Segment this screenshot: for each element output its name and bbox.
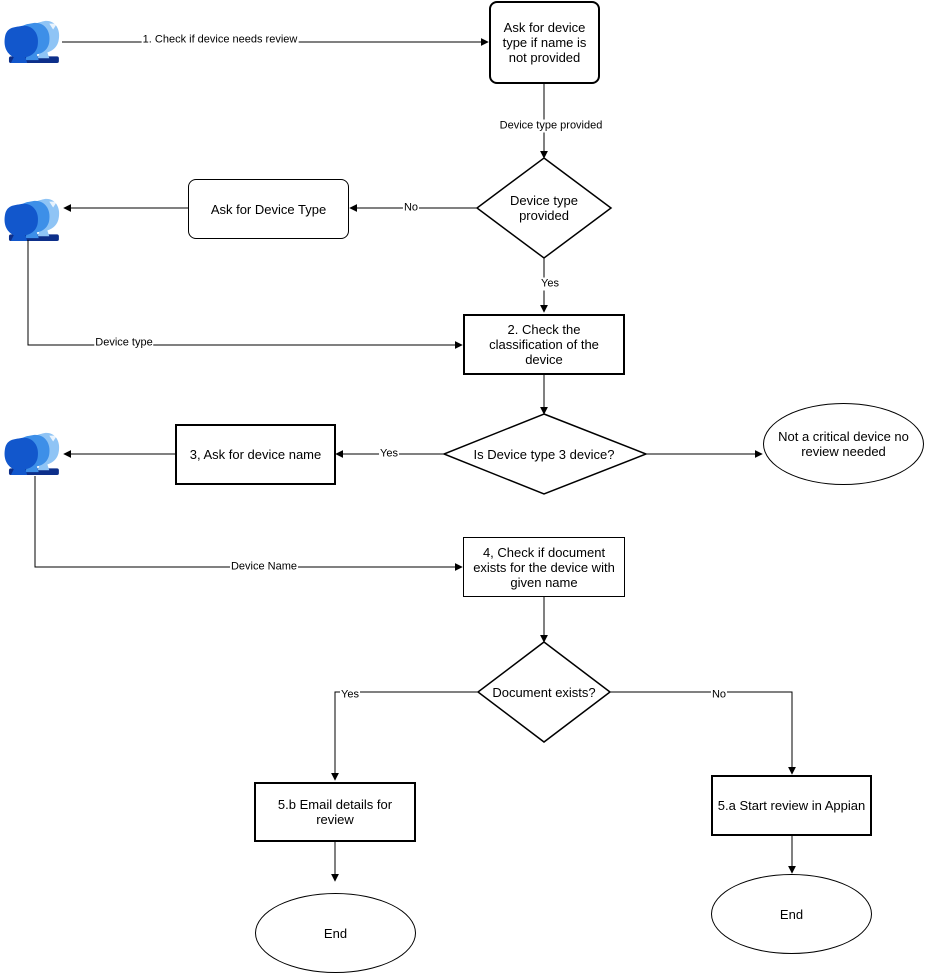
edge-label-check-review: 1. Check if device needs review [141,33,299,47]
box-label: 4, Check if document exists for the devi… [473,544,615,590]
users-group-icon [4,20,60,64]
edge-label-no: No [402,201,420,215]
start-review-box: 5.a Start review in Appian [711,775,872,836]
ask-device-type-if-name-box: Ask for device type if name is not provi… [489,1,600,84]
edge-label-device-type: Device type [94,336,154,350]
box-label: Ask for device type if name is not provi… [502,20,587,65]
box-label: 5.b Email details for review [277,797,393,827]
decision-diamond [475,157,613,259]
ellipse-label: End [323,925,348,941]
ask-device-name-box: 3, Ask for device name [175,424,336,485]
edge-label-no: No [710,688,728,702]
check-document-box: 4, Check if document exists for the devi… [463,537,625,597]
box-label: 2. Check the classification of the devic… [489,322,599,367]
users-group-icon [4,198,60,242]
ask-for-device-type-box: Ask for Device Type [188,179,349,239]
decision-diamond [476,641,612,743]
box-label: 5.a Start review in Appian [717,798,866,813]
edge-label-yes: Yes [540,277,560,291]
ellipse-label: End [779,906,804,922]
box-label: 3, Ask for device name [189,447,322,462]
edge-label-device-type-provided: Device type provided [498,119,604,133]
check-classification-box: 2. Check the classification of the devic… [463,314,625,375]
not-critical-ellipse: Not a critical device no review needed [763,403,924,485]
document-exists-decision-label: Document exists? [492,684,596,700]
edge-label-yes: Yes [340,688,360,702]
ellipse-label: Not a critical device no review needed [778,429,909,459]
end-left-ellipse: End [255,893,416,973]
end-right-ellipse: End [711,874,872,954]
device-type-provided-decision-label: Device type provided [510,193,578,223]
edge-label-device-name: Device Name [229,560,299,574]
users-group-icon [4,432,60,476]
is-type3-decision-label: Is Device type 3 device? [473,446,615,462]
box-label: Ask for Device Type [210,201,327,217]
decision-diamond [441,413,649,495]
edge-label-yes: Yes [379,447,399,461]
email-details-box: 5.b Email details for review [254,782,416,842]
